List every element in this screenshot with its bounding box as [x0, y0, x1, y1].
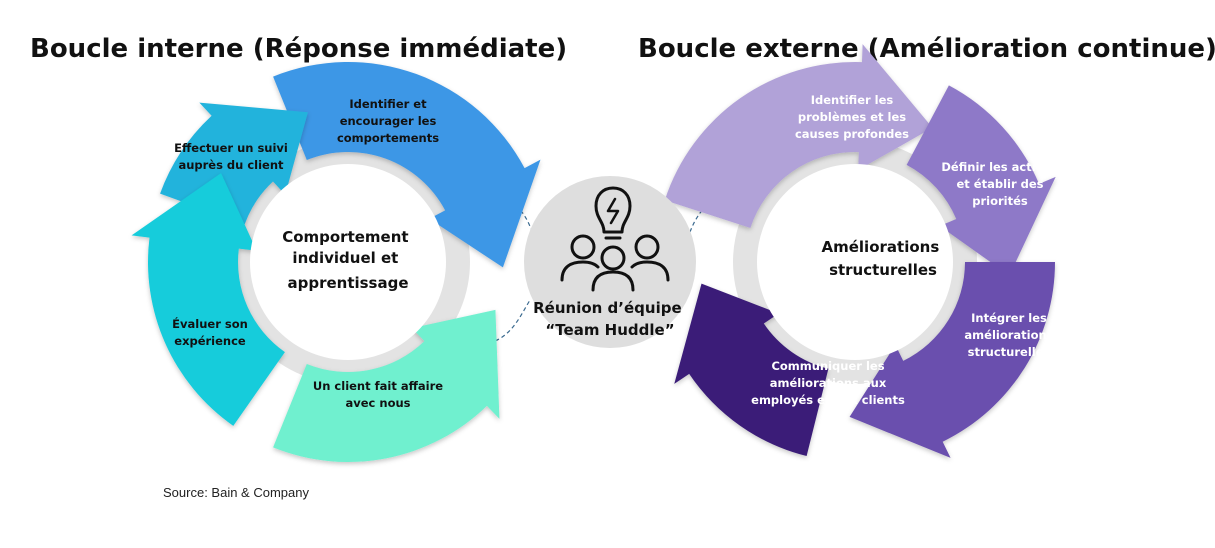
outer-loop-cycle: Identifier les problèmes et les causes pro…	[664, 44, 1059, 458]
inner-segment-label: Effectuer un suivi auprès du client	[174, 141, 288, 172]
outer-segment-arrow	[664, 44, 933, 229]
inner-segment-arrow	[273, 61, 541, 268]
outer-segment-label-line: structurelles	[968, 345, 1051, 359]
team-idea-icon	[560, 186, 670, 292]
outer-segment-label-line: Intégrer les	[971, 311, 1047, 325]
inner-segment-label-line: Évaluer son	[172, 316, 248, 331]
outer-segment-label: Intégrer les améliorations structurelles	[964, 311, 1053, 359]
inner-segment-arrow	[131, 173, 285, 426]
outer-segment-label-line: causes profondes	[795, 127, 909, 141]
inner-center-label: Comportement individuel et apprentissage	[282, 228, 414, 292]
inner-segment-label-line: comportements	[337, 131, 439, 145]
inner-segment-label-line: Un client fait affaire	[313, 379, 443, 393]
outer-segment-label-line: améliorations	[964, 328, 1053, 342]
inner-loop-title: Boucle interne (Réponse immédiate)	[30, 34, 567, 64]
outer-segment-label-line: et établir des	[956, 177, 1043, 191]
inner-segment-label-line: encourager les	[340, 114, 437, 128]
inner-loop-center	[250, 164, 446, 360]
outer-loop-center	[757, 164, 953, 360]
outer-segment-label: Communiquer les améliorations aux employés…	[751, 359, 905, 407]
inner-segment-label-line: auprès du client	[178, 158, 284, 172]
outer-segment-label-line: problèmes et les	[798, 110, 906, 124]
outer-segment-label-line: Identifier les	[811, 93, 894, 107]
outer-center-label: Améliorations structurelles	[822, 238, 945, 279]
inner-segment-label: Un client fait affaire avec nous	[313, 379, 443, 410]
inner-segment-label-line: Effectuer un suivi	[174, 141, 288, 155]
outer-segment-label-line: priorités	[972, 194, 1028, 208]
inner-segment-label: Identifier et encourager les comportements	[337, 97, 439, 145]
outer-segment-label-line: employés et aux clients	[751, 393, 905, 407]
outer-segment-label-line: Définir les actions	[941, 160, 1058, 174]
team-huddle-hub: Réunion d’équipe “Team Huddle”	[524, 176, 696, 348]
inner-segment-label-line: Identifier et	[349, 97, 427, 111]
inner-segment-arrow	[273, 309, 500, 462]
source-note: Source: Bain & Company	[163, 485, 309, 500]
outer-segment-label-line: Communiquer les	[771, 359, 884, 373]
outer-segment-label: Identifier les problèmes et les causes pro…	[795, 93, 909, 141]
outer-segment-arrow	[674, 283, 829, 457]
inner-segment-label-line: avec nous	[346, 396, 411, 410]
inner-loop-cycle: Identifier et encourager les comportements…	[131, 61, 541, 462]
hub-circle	[524, 176, 696, 348]
inner-segment-label-line: expérience	[174, 334, 246, 348]
inner-segment-label: Évaluer son expérience	[172, 316, 248, 348]
outer-loop-title: Boucle externe (Amélioration continue)	[638, 34, 1215, 64]
hub-label: Réunion d’équipe “Team Huddle”	[533, 299, 687, 339]
outer-segment-label-line: améliorations aux	[770, 376, 887, 390]
outer-segment-arrow	[849, 262, 1055, 458]
outer-segment-label: Définir les actions et établir des priorit…	[941, 160, 1058, 208]
